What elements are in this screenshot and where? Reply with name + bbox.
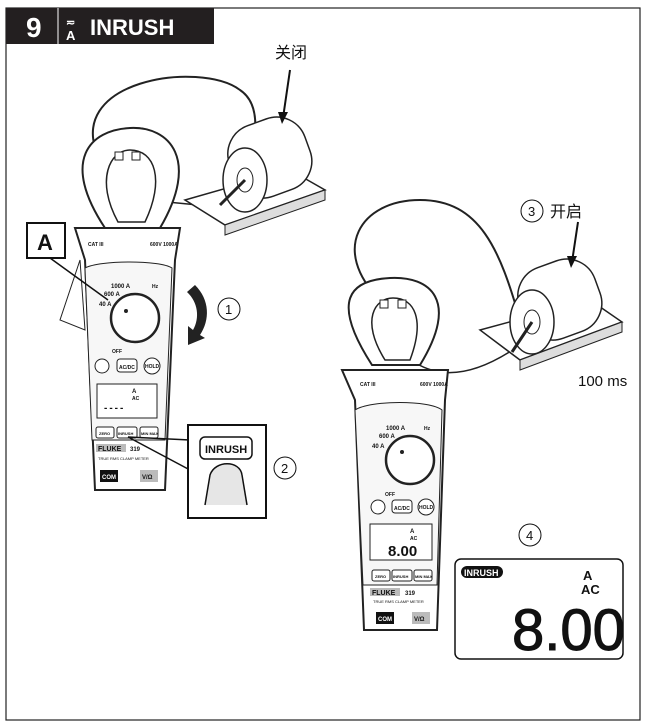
svg-text:2: 2	[281, 461, 288, 476]
step2-marker	[273, 456, 297, 480]
svg-text:HOLD: HOLD	[145, 364, 160, 370]
off-label: 关闭	[275, 43, 307, 62]
svg-text:40 A: 40 A	[99, 302, 112, 308]
svg-text:CAT III: CAT III	[88, 242, 104, 248]
zero-button[interactable]	[371, 569, 391, 582]
volt-jack[interactable]	[412, 612, 430, 624]
svg-text:MIN MAX: MIN MAX	[415, 574, 433, 579]
svg-text:V/Ω: V/Ω	[414, 617, 425, 623]
svg-text:INRUSH: INRUSH	[393, 574, 408, 579]
display-value: 8.00	[512, 598, 625, 663]
svg-text:600V 1000A: 600V 1000A	[420, 382, 448, 388]
page-frame	[5, 7, 641, 721]
inrush-button[interactable]	[391, 569, 413, 582]
svg-text:INRUSH: INRUSH	[118, 431, 133, 436]
svg-text:8.00: 8.00	[388, 543, 417, 560]
inrush-badge	[461, 566, 503, 578]
svg-text:MIN MAX: MIN MAX	[141, 431, 159, 436]
svg-text:Hz: Hz	[152, 284, 159, 290]
rotate-arrow-icon	[187, 285, 207, 345]
svg-text:A: A	[583, 568, 593, 583]
hold-button[interactable]	[143, 357, 161, 375]
svg-text:COM: COM	[378, 617, 392, 623]
svg-text:Hz: Hz	[424, 426, 431, 432]
step4-marker	[518, 523, 542, 547]
svg-text:INRUSH: INRUSH	[205, 444, 247, 456]
header-bar: 9 ≂ A INRUSH	[6, 8, 214, 44]
backlight-button[interactable]	[94, 358, 110, 374]
rotary-dial[interactable]	[384, 434, 436, 486]
svg-text:AC: AC	[132, 396, 140, 402]
svg-text:ZERO: ZERO	[99, 431, 110, 436]
svg-text:OFF: OFF	[112, 349, 122, 355]
svg-text:TRUE RMS CLAMP METER: TRUE RMS CLAMP METER	[98, 456, 149, 461]
svg-text:HOLD: HOLD	[419, 505, 434, 511]
svg-text:319: 319	[130, 447, 141, 453]
com-jack[interactable]	[100, 470, 118, 482]
arrow-on-icon	[571, 221, 579, 263]
svg-text:OFF: OFF	[385, 492, 395, 498]
svg-text:3: 3	[528, 204, 535, 219]
arrow-off-icon	[282, 69, 291, 119]
svg-text:AC: AC	[581, 582, 600, 597]
svg-text:1: 1	[225, 302, 232, 317]
svg-text:600 A: 600 A	[379, 434, 395, 440]
svg-text:----: ----	[104, 403, 125, 414]
svg-text:A: A	[66, 28, 76, 43]
svg-text:A: A	[132, 389, 137, 395]
time-label: 100 ms	[578, 373, 627, 390]
motor-right	[478, 258, 624, 371]
svg-text:600 A: 600 A	[104, 292, 120, 298]
clamp-meter-left: CAT III 600V 1000A 1000 A 600 A 40 A Hz …	[59, 126, 182, 491]
svg-text:AC/DC: AC/DC	[119, 365, 135, 371]
backlight-button[interactable]	[370, 499, 386, 515]
right-lcd	[369, 523, 433, 561]
step3-marker	[520, 199, 544, 223]
svg-text:AC/DC: AC/DC	[394, 506, 410, 512]
step1-marker	[217, 297, 241, 321]
svg-text:A: A	[37, 230, 53, 255]
on-label: 开启	[550, 202, 582, 221]
step-number: 9	[26, 12, 42, 43]
svg-text:A: A	[410, 529, 415, 535]
inrush-button[interactable]	[116, 426, 138, 439]
svg-text:TRUE RMS CLAMP METER: TRUE RMS CLAMP METER	[373, 599, 424, 604]
minmax-button[interactable]	[413, 569, 433, 582]
svg-text:AC: AC	[410, 536, 418, 542]
hold-button[interactable]	[417, 498, 435, 516]
svg-text:INRUSH: INRUSH	[464, 568, 499, 578]
callout-a-box	[26, 222, 66, 259]
svg-text:ZERO: ZERO	[375, 574, 386, 579]
inrush-function-icon: ≂	[66, 17, 75, 29]
svg-text:319: 319	[405, 591, 416, 597]
svg-text:1000 A: 1000 A	[111, 284, 131, 290]
svg-text:FLUKE: FLUKE	[98, 446, 122, 453]
finger-press-icon	[204, 463, 248, 506]
rotary-dial[interactable]	[109, 292, 161, 344]
acdc-button[interactable]	[391, 499, 413, 514]
svg-text:1000 A: 1000 A	[386, 426, 406, 432]
header-title: INRUSH	[90, 15, 174, 40]
svg-text:600V 1000A: 600V 1000A	[150, 242, 178, 248]
clamp-meter-right: CAT III 600V 1000A 1000 A 600 A 40 A Hz …	[340, 276, 450, 631]
com-jack[interactable]	[376, 612, 394, 624]
svg-text:FLUKE: FLUKE	[372, 590, 396, 597]
motor-left	[183, 116, 327, 236]
volt-jack[interactable]	[140, 470, 158, 482]
acdc-button[interactable]	[116, 358, 138, 373]
svg-text:40 A: 40 A	[372, 444, 385, 450]
zero-button[interactable]	[95, 426, 115, 439]
svg-text:4: 4	[526, 528, 533, 543]
svg-text:V/Ω: V/Ω	[142, 475, 153, 481]
inrush-display-enlarged: INRUSH A AC 8.00	[454, 558, 625, 664]
svg-text:CAT III: CAT III	[360, 382, 376, 388]
cable-right	[353, 198, 521, 321]
left-lcd	[96, 383, 158, 419]
svg-text:COM: COM	[102, 475, 116, 481]
